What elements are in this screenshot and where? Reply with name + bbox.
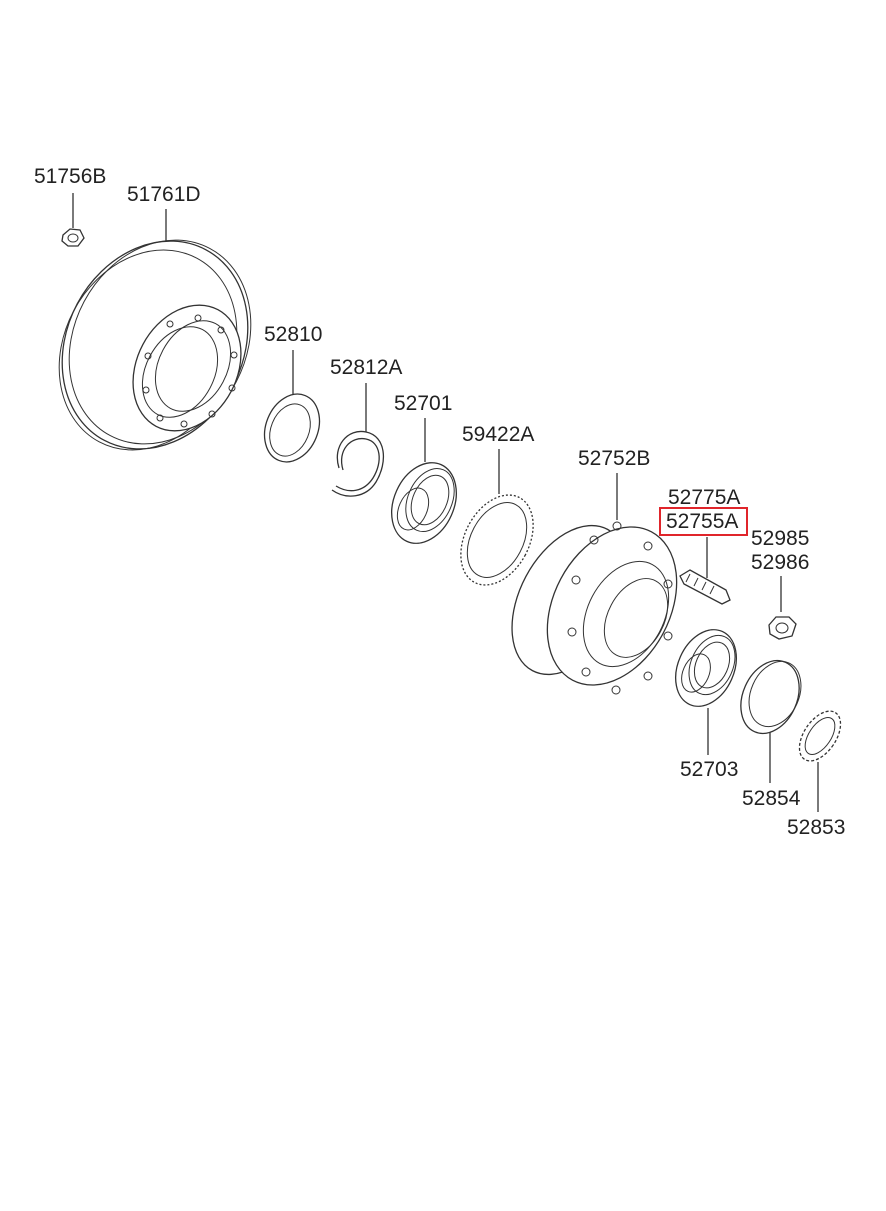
label-52701[interactable]: 52701	[394, 392, 452, 415]
label-52854[interactable]: 52854	[742, 787, 801, 810]
bearing-52703-icon	[675, 629, 737, 707]
washer-52853-icon	[798, 710, 842, 762]
label-52703[interactable]: 52703	[680, 758, 738, 781]
seal-52810-icon	[263, 393, 321, 463]
bearing-52701-icon	[391, 462, 457, 544]
highlight-box	[659, 507, 748, 536]
label-52752B[interactable]: 52752B	[578, 447, 650, 470]
nut-51756B-icon	[61, 228, 85, 247]
label-52775A[interactable]: 52775A	[668, 486, 740, 509]
label-51756B[interactable]: 51756B	[34, 165, 106, 188]
label-52853[interactable]: 52853	[787, 816, 845, 839]
label-51761D[interactable]: 51761D	[127, 183, 201, 206]
label-52986[interactable]: 52986	[751, 551, 809, 574]
brake-disc-51761D-icon	[58, 239, 252, 451]
race-ring-52854-icon	[740, 659, 802, 735]
label-52755A[interactable]: 52755A	[666, 510, 738, 533]
tone-ring-59422A-icon	[460, 494, 534, 586]
label-52985[interactable]: 52985	[751, 527, 809, 550]
hub-52752B-icon	[511, 521, 678, 695]
label-52810[interactable]: 52810	[264, 323, 322, 346]
leader-lines	[72, 193, 819, 812]
label-52812A[interactable]: 52812A	[330, 356, 402, 379]
snap-ring-52812A-icon	[331, 430, 385, 497]
nut-52985-icon	[768, 616, 797, 640]
label-59422A[interactable]: 59422A	[462, 423, 534, 446]
wheel-stud-52755A-icon	[679, 569, 731, 605]
